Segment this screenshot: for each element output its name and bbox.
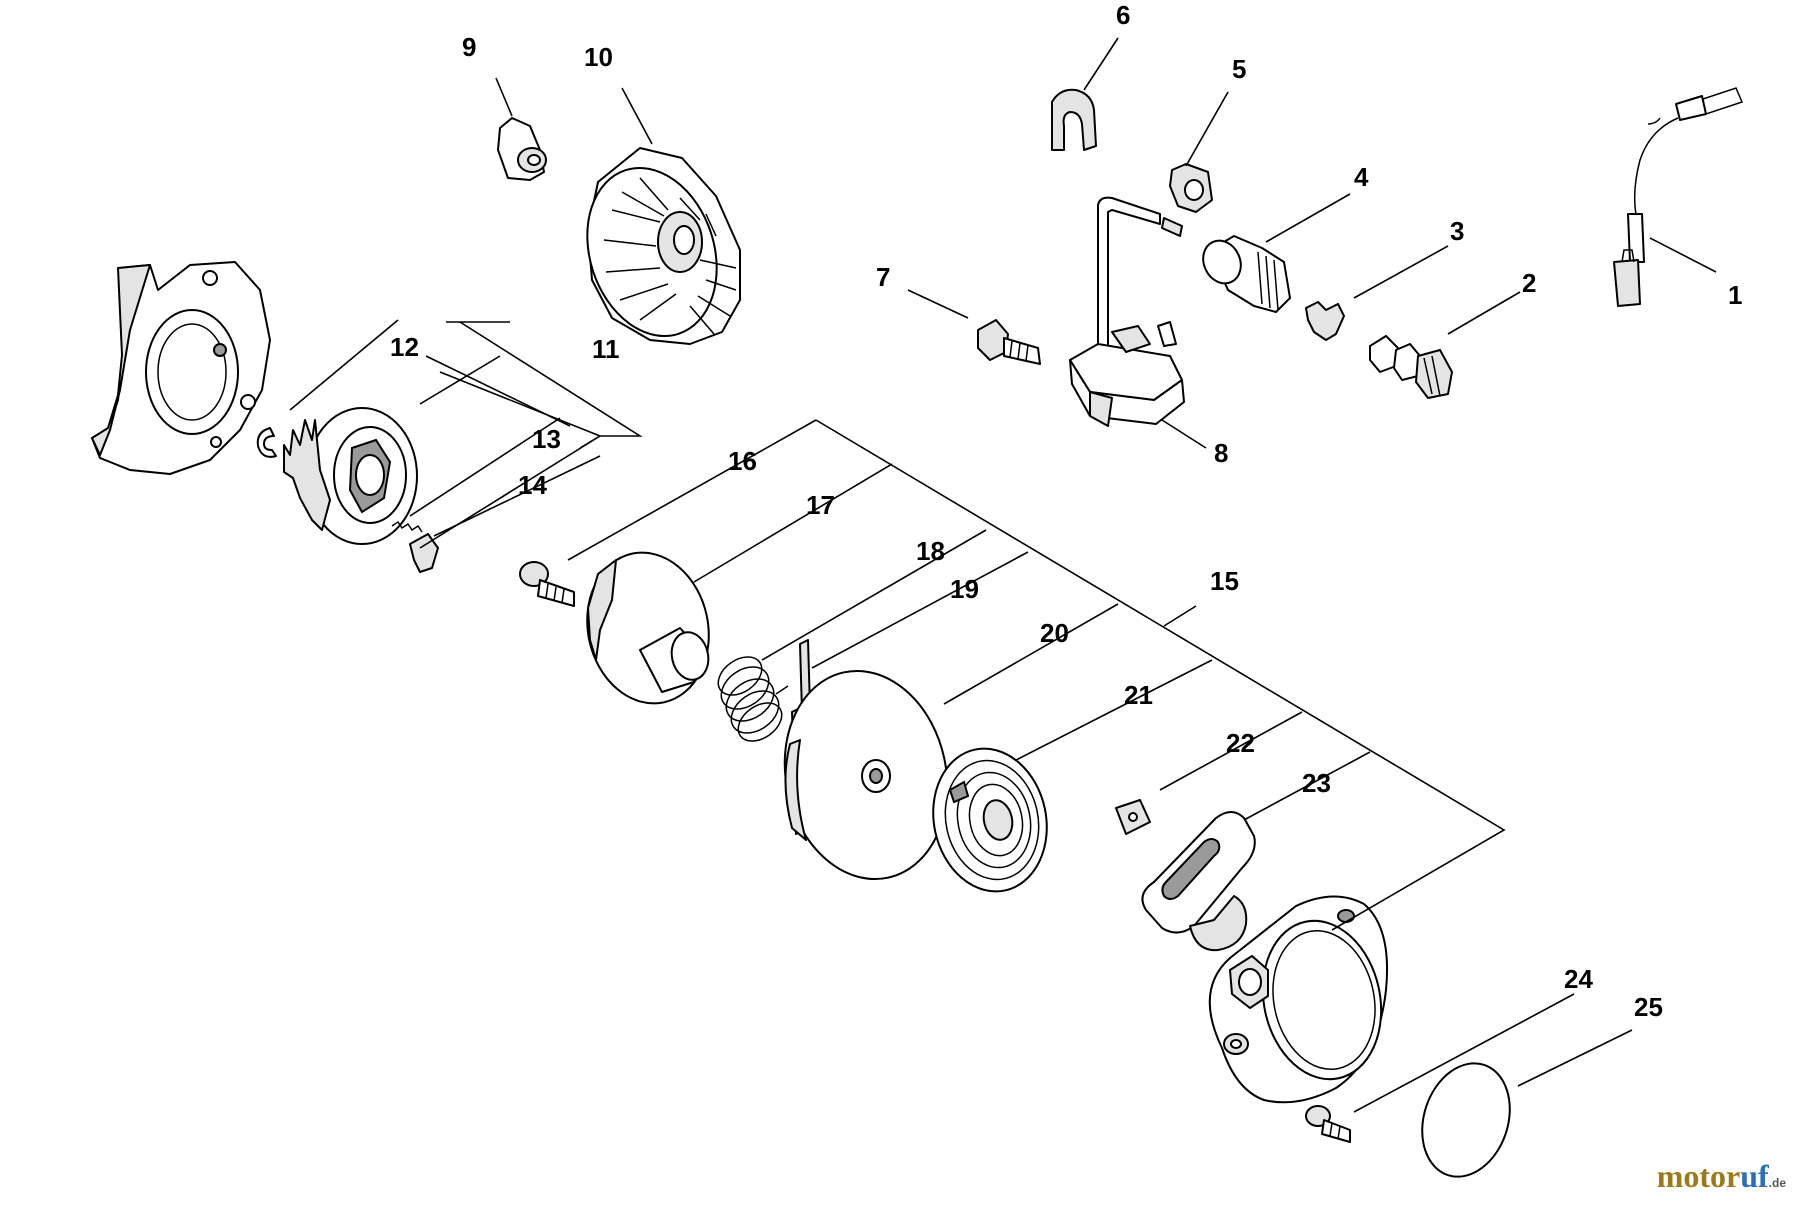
callout-22: 22 (1226, 728, 1255, 758)
pawl-plate-part (283, 407, 418, 545)
pulley-hub-part (586, 551, 710, 705)
clip-part (256, 427, 277, 458)
callout-23: 23 (1302, 768, 1331, 798)
callout-15: 15 (1210, 566, 1239, 596)
decal-part (1421, 1062, 1511, 1178)
callout-16: 16 (728, 446, 757, 476)
recoil-spring-part (932, 747, 1048, 893)
callout-3: 3 (1450, 216, 1464, 246)
watermark-part1: motor (1656, 1158, 1741, 1194)
small-spring-part (391, 520, 423, 533)
callout-1: 1 (1728, 280, 1742, 310)
callout-12: 12 (390, 332, 419, 362)
spark-plug-part (1369, 335, 1453, 399)
small-plate-part (1115, 799, 1151, 835)
cover-screw-part (1305, 1105, 1351, 1143)
callout-8: 8 (1214, 438, 1228, 468)
grommet-part (1169, 163, 1213, 213)
leader-lines (289, 37, 1717, 1113)
boot-cap-part (1051, 88, 1097, 151)
callout-10: 10 (584, 42, 613, 72)
callout-14: 14 (518, 470, 547, 500)
screw-part (519, 561, 575, 607)
callout-2: 2 (1522, 268, 1536, 298)
callout-9: 9 (462, 32, 476, 62)
callout-18: 18 (916, 536, 945, 566)
callout-21: 21 (1124, 680, 1153, 710)
callout-7: 7 (876, 262, 890, 292)
callout-24: 24 (1564, 964, 1593, 994)
watermark-suffix: .de (1768, 1176, 1786, 1190)
bracket-part (497, 117, 547, 181)
callout-5: 5 (1232, 54, 1246, 84)
ignition-wire-part (1613, 87, 1744, 307)
terminal-spring-part (1305, 301, 1345, 341)
pawl-part (409, 533, 439, 573)
ignition-coil-part (1069, 196, 1185, 427)
callout-6: 6 (1116, 0, 1130, 30)
starter-cover-part (1208, 895, 1389, 1104)
rope-pulley-part (783, 669, 949, 881)
callout-20: 20 (1040, 618, 1069, 648)
callout-4: 4 (1354, 162, 1369, 192)
callout-labels: 1 2 3 4 5 6 7 8 9 10 11 12 13 14 15 16 1… (390, 0, 1742, 1022)
callout-17: 17 (806, 490, 835, 520)
callout-11: 11 (592, 334, 620, 364)
callout-19: 19 (950, 574, 979, 604)
callout-13: 13 (532, 424, 561, 454)
flywheel-part (586, 147, 741, 345)
watermark-logo: motoruf.de (1657, 1158, 1786, 1195)
bolt-part (977, 319, 1041, 365)
callout-25: 25 (1634, 992, 1663, 1022)
spring-part (717, 656, 789, 742)
starter-handle-part (1141, 811, 1256, 952)
fan-housing-part (91, 261, 271, 475)
watermark-part2: uf (1740, 1158, 1769, 1194)
spark-plug-boot-part (1202, 235, 1291, 313)
